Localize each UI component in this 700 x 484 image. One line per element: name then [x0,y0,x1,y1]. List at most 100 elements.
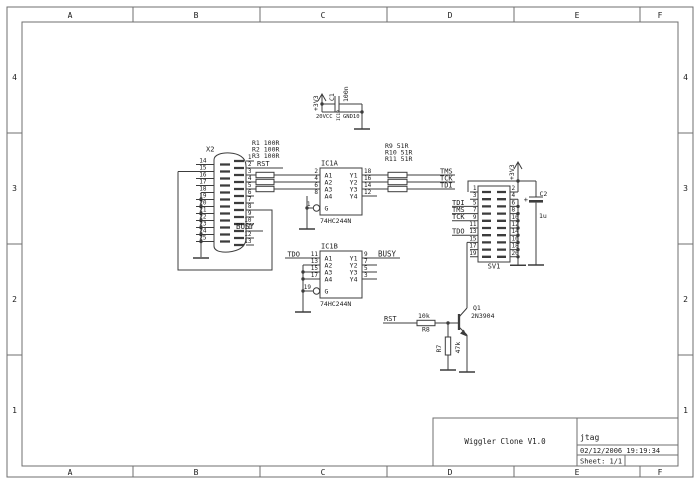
ic-pin-name: Y1 [350,255,358,263]
ic-pin-number: 4 [314,175,318,182]
ic-pin-name: A3 [325,269,333,277]
ic-pin-number: 18 [364,168,372,175]
net-label-tck: TCK [452,213,465,221]
frame-column-label: C [321,11,326,20]
ic-pin-number: 7 [364,258,368,265]
x2-pin-number: 15 [199,165,207,172]
power-section-c1: +3V3 C1 100n 20VCC IC1P GND10 [312,86,370,130]
ic-pin-name: G [325,288,329,296]
frame-column-label: A [68,11,73,20]
ic-pin-number: 2 [314,168,318,175]
ic-pin-name: A3 [325,186,333,194]
ic-pin-number: 3 [364,272,368,279]
connector-x2-body [213,152,247,253]
capacitor-c2-plate-bottom [529,200,543,203]
net-label-tdi: TDI [452,199,465,207]
sv1-pin-number: 13 [469,228,477,235]
title-block-document-name: jtag [580,433,599,442]
title-block: Wiggler Clone V1.0 jtag 02/12/2006 19:19… [432,417,679,467]
net-label-tdi: TDI [440,182,453,190]
transistor-q1-ref: Q1 [473,304,481,312]
net-label-tck: TCK [440,175,453,183]
x2-right-pin-leads [246,160,254,246]
frame-row-label: 2 [12,295,17,304]
drawing-frame [6,6,694,478]
sv1-pin-number: 3 [473,192,477,199]
frame-row-label: 4 [12,73,17,82]
x2-pin-number: 1 [248,154,252,161]
x2-left-contacts [220,163,230,243]
x2-pin-number: 2 [248,161,252,168]
frame-column-label: D [448,468,453,477]
resistor-r3-body [255,185,275,193]
resistor-r11-body [387,185,408,193]
ic-pin-name: A1 [325,172,333,180]
ic-pin-name: A4 [325,193,333,201]
x2-pin-number: 22 [199,214,207,221]
vcc-arrow-icon [513,160,523,170]
sv1-pin-number: 8 [512,207,516,214]
resistor-r10-body [387,178,408,186]
ic-pin-number: 1 [307,201,311,208]
x2-pin-number: 14 [199,158,207,165]
sv1-net-wires [452,205,470,236]
frame-column-labels-top: A B C D E F [68,11,663,20]
ic-pin-name: Y1 [350,172,358,180]
ic-pin-name: A4 [325,276,333,284]
x2-pin-number: 3 [248,168,252,175]
ic-pin-name: Y4 [350,276,358,284]
frame-column-labels-bottom: A B C D E F [68,468,663,477]
ic1a-ref: IC1A [321,160,339,168]
ic-pin-name: Y4 [350,193,358,201]
ic-pin-name: Y3 [350,269,358,277]
x2-pin-number: 17 [199,179,207,186]
ic-pin-name: A2 [325,262,333,270]
vcc-arrow-icon [317,92,327,102]
frame-column-label: A [68,468,73,477]
resistor-label: R3 100R [252,152,279,160]
ic1b-body [319,250,363,299]
frame-column-label: C [321,468,326,477]
resistor-label: R11 51R [385,155,412,163]
ic-power-pin-vcc: 20VCC [316,114,333,120]
sv1-pin-number: 2 [512,185,516,192]
ic-pin-number: 16 [364,175,372,182]
ic1a-leads [306,174,377,229]
title-block-sheet: Sheet: 1/1 [580,458,622,466]
power-net-label: +3V3 [508,164,516,180]
sv1-pin-number: 12 [512,221,520,228]
sv1-pin-number: 7 [473,207,477,214]
frame-row-label: 1 [683,406,688,415]
net-label-busy: BUSY [236,222,255,231]
net-label-tms: TMS [452,206,465,214]
ic-power-pin-gnd: GND10 [343,114,360,120]
frame-row-label: 3 [683,184,688,193]
frame-row-label: 4 [683,73,688,82]
ic-pin-name: Y2 [350,179,358,187]
x2-pin-number: 9 [248,210,252,217]
connector-sv1: +3V3 SV1 1 3 5 7 9 11 13 15 17 19 2 4 6 … [452,160,547,308]
ic-pin-name: Y2 [350,262,358,270]
x2-pin-number: 18 [199,186,207,193]
ic-pin-name: Y3 [350,186,358,194]
resistor-r2-body [255,178,275,186]
ic-pin-name: A2 [325,179,333,187]
x2-pin-number: 23 [199,221,207,228]
x2-pin-number: 12 [244,231,252,238]
ic1a-buffer: IC1A 74HC244N A1 A2 A3 A4 Y1 Y2 Y3 Y4 G … [299,160,377,230]
ic-pin-number: 8 [314,189,318,196]
net-label-busy: BUSY [378,250,397,259]
sv1-pin-number: 19 [469,250,477,257]
resistor-label: R9 51R [385,142,409,150]
x2-loop-wire [177,171,273,271]
sv1-right-leads [510,191,518,258]
ic-pin-name: A1 [325,255,333,263]
resistor-r9-body [387,171,408,179]
ic-pin-number: 11 [311,251,319,258]
x2-pin-number: 5 [248,182,252,189]
capacitor-ref: C1 [328,93,336,101]
ic-pin-number: 9 [364,251,368,258]
resistor-r8-value: 10k [418,312,430,320]
sv1-pin-number: 15 [469,235,477,242]
